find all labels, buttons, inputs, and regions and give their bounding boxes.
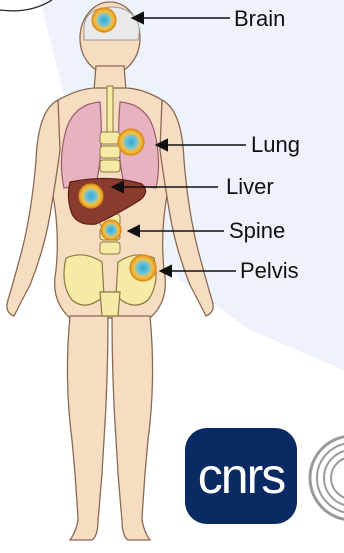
lung-label: Lung (251, 134, 300, 156)
liver-label: Liver (226, 176, 274, 198)
spine-label: Spine (229, 220, 285, 242)
tumor-icon (101, 220, 121, 240)
pelvis-label: Pelvis (240, 260, 299, 282)
seal-logo (310, 436, 344, 520)
tumor-icon (118, 129, 144, 155)
brain-label: Brain (234, 8, 285, 30)
tumor-icon (130, 255, 156, 281)
tumor-icon (92, 8, 116, 32)
cnrs-logo: cnrs (185, 428, 297, 524)
trachea (107, 86, 113, 132)
cnrs-logo-text: cnrs (198, 451, 284, 501)
tumor-icon (79, 184, 103, 208)
